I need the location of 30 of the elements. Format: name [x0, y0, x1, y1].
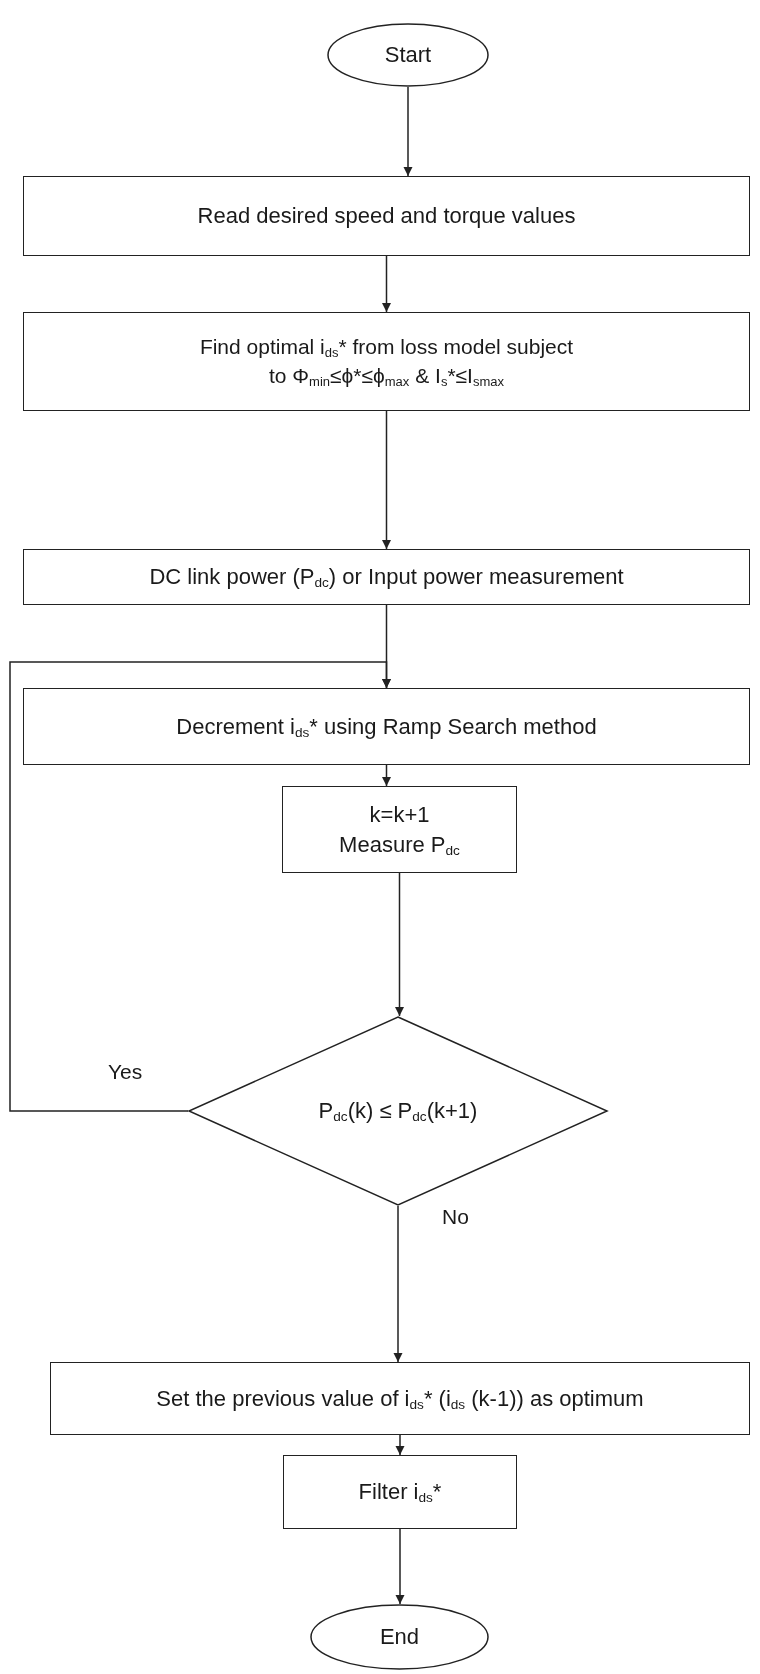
- node-text: DC link power (P$_{dc}$) or Input power measurement: [149, 563, 624, 592]
- decision-diamond: [188, 1016, 608, 1206]
- process-box: [282, 786, 517, 873]
- process-box: [23, 176, 750, 256]
- node-text: Filter i$_{ds}$*: [358, 1478, 442, 1507]
- node-text: k=k+1: [369, 800, 430, 829]
- arrow: [395, 1528, 405, 1605]
- terminal-ellipse: [327, 23, 489, 87]
- process-box: [283, 1455, 517, 1529]
- node-text: Measure P$_{dc}$: [339, 830, 460, 860]
- node-text: Read desired speed and torque values: [197, 202, 576, 231]
- node-text: P$_{dc}$(k) ≤ P$_{dc}$(k+1): [318, 1097, 478, 1126]
- node-text: Decrement i$_{ds}$* using Ramp Search method: [176, 712, 597, 742]
- process-box: [23, 549, 750, 605]
- arrow: [395, 1434, 405, 1456]
- process-box: [50, 1362, 750, 1435]
- process-box: [23, 688, 750, 765]
- arrow: [382, 764, 391, 787]
- node-text: Find optimal i$_{ds}$* from loss model subject to Φ$_{min}$≤ϕ*≤ϕ$_{max}$ & I$_{s}$*≤I$_{smax}$: [198, 334, 575, 390]
- arrow: [9, 661, 391, 1112]
- terminal-ellipse: [310, 1604, 489, 1670]
- arrow: [395, 872, 404, 1017]
- arrow: [382, 410, 391, 550]
- arrow: [403, 86, 413, 177]
- node-text: Start: [384, 41, 432, 70]
- process-box: [23, 312, 750, 411]
- node-text: End: [379, 1623, 420, 1652]
- arrow: [382, 255, 391, 313]
- node-text: Set the previous value of i$_{ds}$* (i$_{ds}$ (k-1)) as optimum: [156, 1384, 644, 1414]
- arrow: [393, 1205, 403, 1363]
